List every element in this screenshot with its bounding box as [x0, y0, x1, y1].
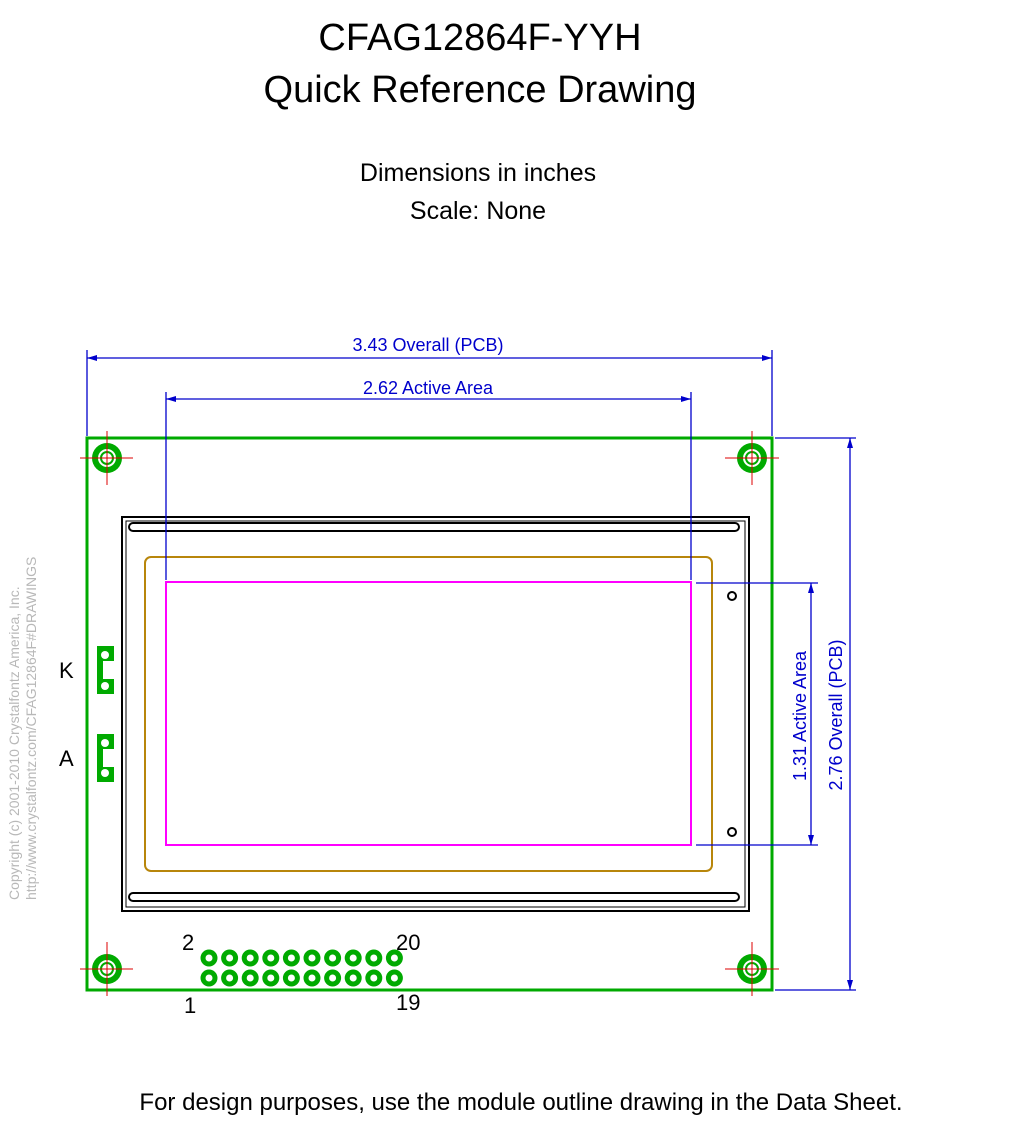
backlight-pad-a — [97, 734, 114, 782]
connector-pin-hole — [390, 974, 398, 982]
mounting-hole-top-right — [725, 431, 779, 485]
overall-height-label: 2.76 Overall (PCB) — [826, 639, 846, 790]
bezel-hole-bottom — [727, 827, 737, 837]
bezel-hole-top — [727, 591, 737, 601]
connector-pin-hole — [205, 974, 213, 982]
pin-label-2: 2 — [182, 930, 194, 955]
connector-pin-hole — [205, 954, 213, 962]
active-width-label: 2.62 Active Area — [363, 378, 494, 398]
pin-label-19: 19 — [396, 990, 420, 1015]
connector-pin-hole — [390, 954, 398, 962]
backlight-pad-k — [97, 646, 114, 694]
connector-pin-hole — [246, 974, 254, 982]
bezel-inner — [125, 520, 746, 908]
connector-pin-hole — [287, 954, 295, 962]
dimension-overall-width — [86, 350, 773, 436]
connector-pin-hole — [246, 954, 254, 962]
connector-pin-hole — [329, 954, 337, 962]
design-note: For design purposes, use the module outl… — [139, 1089, 903, 1116]
units-note: Dimensions in inches — [359, 159, 597, 187]
bezel-bottom-rail — [128, 892, 740, 902]
pcb-outline — [85, 436, 774, 992]
connector-pins — [200, 949, 403, 987]
connector-pin-hole — [308, 974, 316, 982]
drawing-title: CFAG12864F-YYH — [318, 17, 642, 59]
connector-pin-hole — [308, 954, 316, 962]
connector-pin-hole — [267, 954, 275, 962]
connector-pin-hole — [370, 974, 378, 982]
dimension-active-width — [165, 392, 692, 580]
connector-pin-hole — [267, 974, 275, 982]
mounting-hole-top-left — [80, 431, 133, 485]
dimension-active-height — [696, 582, 818, 846]
pin-label-1: 1 — [184, 993, 196, 1018]
active-area — [165, 581, 692, 846]
scale-note: Scale: None — [409, 197, 547, 225]
overall-width-label: 3.43 Overall (PCB) — [352, 335, 503, 355]
connector-pin-hole — [329, 974, 337, 982]
connector-pin-hole — [226, 954, 234, 962]
mounting-hole-bottom-right — [725, 942, 779, 996]
mounting-hole-bottom-left — [80, 942, 133, 996]
bezel-outer — [121, 516, 750, 912]
active-height-label: 1.31 Active Area — [790, 650, 810, 781]
connector-pin-hole — [349, 974, 357, 982]
drawing-subtitle: Quick Reference Drawing — [263, 69, 697, 111]
viewing-area — [144, 556, 713, 872]
backlight-a-label: A — [59, 746, 74, 771]
connector-pin-hole — [370, 954, 378, 962]
connector-pin-hole — [349, 954, 357, 962]
bezel-top-rail — [128, 522, 740, 532]
pin-label-20: 20 — [396, 930, 420, 955]
dimension-overall-height — [775, 437, 856, 991]
backlight-k-label: K — [59, 658, 74, 683]
connector-pin-hole — [287, 974, 295, 982]
connector-pin-hole — [226, 974, 234, 982]
